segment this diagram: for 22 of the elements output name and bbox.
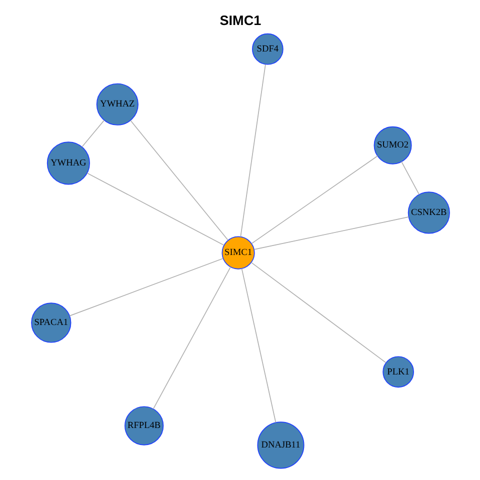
node-circle: RFPL4B bbox=[124, 406, 164, 446]
connector bbox=[130, 120, 228, 241]
connector bbox=[253, 216, 409, 250]
node-circle: PLK1 bbox=[382, 356, 414, 388]
diagram-title: SIMC1 bbox=[219, 13, 261, 28]
connector bbox=[400, 161, 420, 195]
connector bbox=[240, 268, 276, 423]
node-circle: SIMC1 bbox=[221, 236, 254, 270]
node-circle: CSNK2B bbox=[407, 192, 450, 234]
connector bbox=[250, 155, 378, 244]
connector bbox=[81, 120, 104, 148]
connector bbox=[152, 266, 230, 410]
node-circle: DNAJB11 bbox=[256, 422, 304, 469]
connector bbox=[86, 172, 224, 246]
node-circle: YWHAG bbox=[46, 142, 90, 185]
node-circle: SUMO2 bbox=[373, 126, 412, 164]
node-circle: SDF4 bbox=[252, 33, 283, 65]
node-circle: YWHAZ bbox=[96, 83, 138, 126]
connector bbox=[250, 262, 386, 364]
connector bbox=[240, 64, 266, 238]
node-circle: SPACA1 bbox=[30, 302, 71, 343]
connector bbox=[68, 258, 223, 316]
